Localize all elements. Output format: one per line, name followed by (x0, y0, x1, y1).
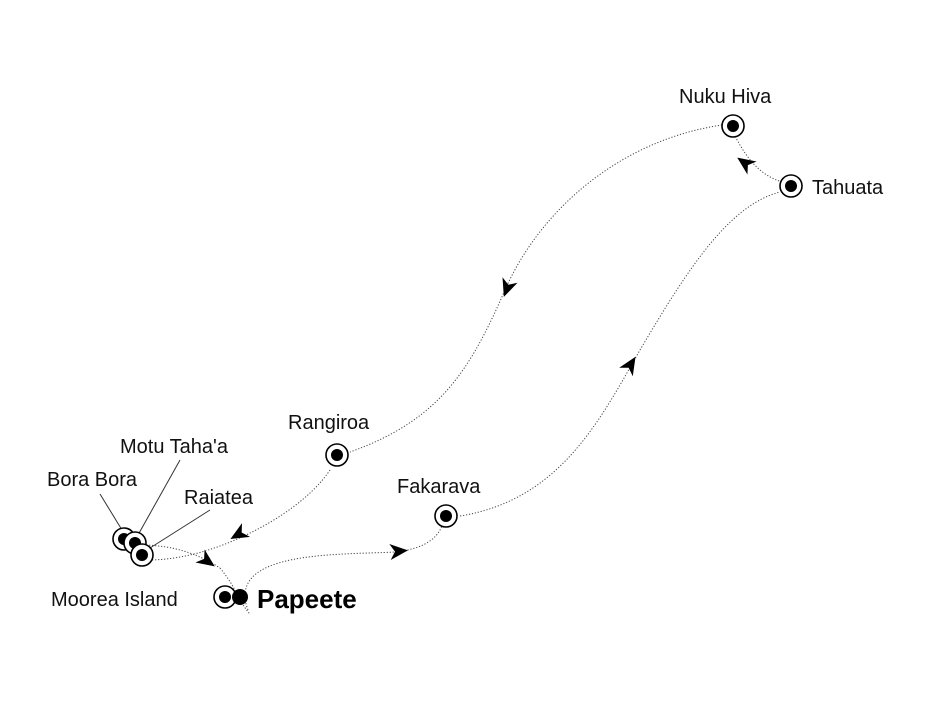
label-raiatea: Raiatea (184, 487, 254, 509)
arrow-icon (619, 356, 636, 377)
marker-rangiroa[interactable] (325, 443, 349, 467)
route-nukuhiva-rangiroa (349, 124, 723, 453)
route-moorea-papeete-end (239, 599, 251, 615)
label-nuku-hiva: Nuku Hiva (679, 86, 772, 108)
label-bora-bora: Bora Bora (47, 469, 138, 491)
route-fakarava-tahuata (459, 191, 781, 517)
label-papeete: Papeete (257, 584, 357, 614)
marker-nuku-hiva[interactable] (721, 114, 745, 138)
label-fakarava: Fakarava (397, 476, 481, 498)
port-markers (112, 114, 803, 609)
leader-raiatea (149, 509, 211, 549)
leader-lines (99, 459, 211, 549)
leader-motu-tahaa (137, 459, 181, 536)
route-tahuata-nukuhiva (735, 137, 783, 183)
leader-bora-bora (99, 493, 123, 531)
route-to-moorea (219, 567, 239, 599)
port-labels: Nuku Hiva Tahuata Rangiroa Fakarava Motu… (47, 86, 884, 614)
marker-tahuata[interactable] (779, 174, 803, 198)
marker-fakarava[interactable] (434, 504, 458, 528)
label-tahuata: Tahuata (812, 177, 884, 199)
label-motu-tahaa: Motu Taha'a (120, 436, 229, 458)
direction-arrows (195, 157, 757, 567)
marker-papeete[interactable] (232, 589, 248, 605)
arrow-icon (230, 523, 250, 539)
label-moorea: Moorea Island (51, 589, 178, 611)
arrow-icon (389, 544, 408, 560)
label-rangiroa: Rangiroa (288, 412, 370, 434)
arrow-icon (737, 157, 757, 175)
marker-raiatea[interactable] (130, 543, 154, 567)
route-lines (139, 124, 783, 615)
arrow-icon (195, 549, 215, 567)
route-boraborainternal (139, 544, 221, 569)
arrow-icon (502, 277, 518, 297)
route-rangiroa-raiatea (147, 469, 331, 561)
marker-moorea[interactable] (213, 585, 237, 609)
